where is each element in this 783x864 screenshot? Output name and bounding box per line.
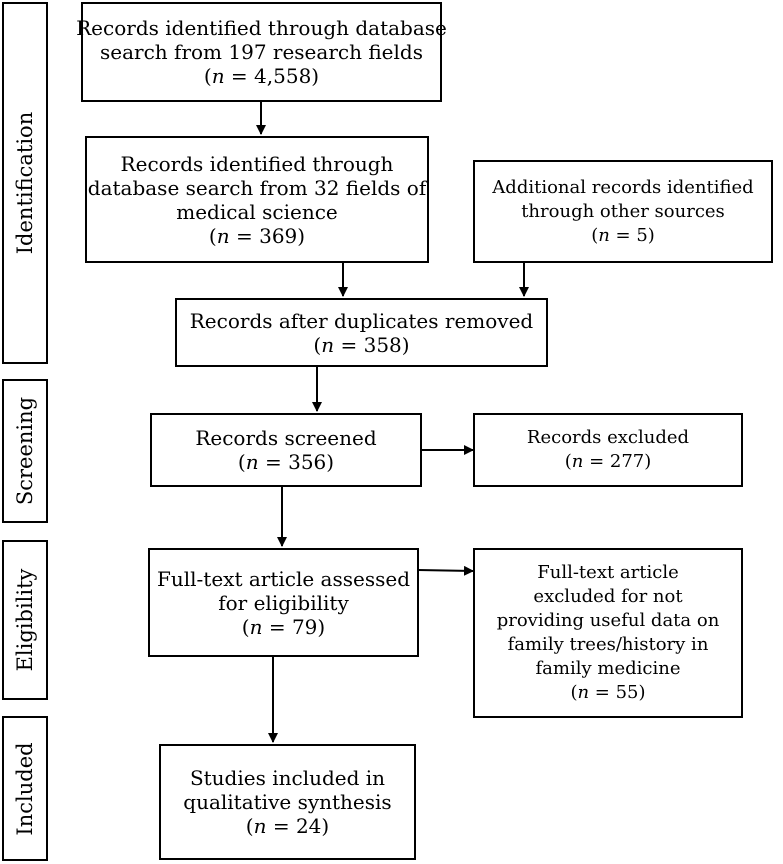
database-search-medical-count: (n = 369)	[208, 223, 306, 248]
fulltext-excluded-box: Full-text article excluded for not provi…	[473, 548, 743, 718]
fulltext-assessed-count: (n = 79)	[241, 614, 326, 639]
fulltext-assessed-box: Full-text article assessed for eligibili…	[148, 548, 419, 657]
database-search-medical-line2: database search from 32 fields of	[87, 175, 427, 200]
database-search-medical-line3: medical science	[176, 199, 338, 224]
phase-eligibility: Eligibility	[2, 540, 48, 700]
records-excluded-box: Records excluded (n = 277)	[473, 413, 743, 487]
additional-records-box: Additional records identified through ot…	[473, 160, 773, 263]
studies-included-line2: qualitative synthesis	[183, 790, 392, 814]
database-search-all-count: (n = 4,558)	[203, 64, 320, 88]
records-screened-line1: Records screened	[195, 426, 377, 450]
fulltext-assessed-line2: for eligibility	[218, 590, 349, 615]
fulltext-excluded-line2: excluded for not	[533, 586, 683, 607]
database-search-all-line2: search from 197 research fields	[100, 40, 423, 64]
studies-included-box: Studies included in qualitative synthesi…	[159, 744, 416, 860]
database-search-medical-box: Records identified through database sear…	[85, 136, 429, 263]
phase-screening: Screening	[2, 379, 48, 523]
duplicates-removed-count: (n = 358)	[313, 332, 410, 357]
fulltext-excluded-line5: family medicine	[535, 658, 681, 679]
arrow-fulltext-to-excluded	[417, 565, 474, 576]
studies-included-line1: Studies included in	[189, 766, 386, 790]
database-search-all-box: Records identified through database sear…	[76, 2, 447, 102]
fulltext-excluded-count: (n = 55)	[570, 682, 646, 703]
records-screened-box: Records screened (n = 356)	[150, 413, 422, 487]
fulltext-excluded-line3: providing useful data on	[496, 610, 720, 631]
records-screened-count: (n = 356)	[237, 450, 335, 474]
phase-identification: Identification	[2, 2, 48, 364]
fulltext-excluded-line1: Full-text article	[537, 562, 679, 583]
phase-included: Included	[2, 716, 48, 861]
fulltext-assessed-line1: Full-text article assessed	[156, 566, 411, 591]
additional-records-line1: Additional records identified	[492, 176, 754, 198]
database-search-medical-line1: Records identified through	[120, 151, 394, 176]
records-excluded-line1: Records excluded	[526, 427, 690, 448]
fulltext-excluded-line4: family trees/history in	[507, 634, 709, 655]
duplicates-removed-line1: Records after duplicates removed	[189, 308, 534, 333]
additional-records-count: (n = 5)	[591, 224, 655, 246]
database-search-all-line1: Records identified through database	[76, 16, 447, 40]
studies-included-count: (n = 24)	[245, 814, 330, 838]
additional-records-line2: through other sources	[521, 200, 725, 222]
duplicates-removed-box: Records after duplicates removed (n = 35…	[175, 298, 548, 367]
records-excluded-count: (n = 277)	[564, 451, 652, 472]
